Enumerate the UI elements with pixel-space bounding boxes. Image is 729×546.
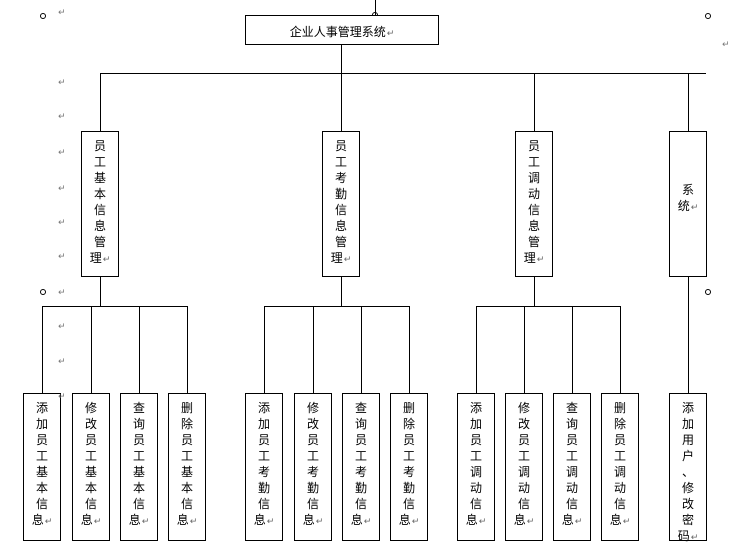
leaf-node-m2-3[interactable]: 删除员工考勤信息↵: [390, 393, 428, 541]
connector-to-child-m3-2: [572, 306, 573, 393]
connector-to-child-m1-0: [42, 306, 43, 393]
leaf-node-m1-2-label: 查询员工基本信息↵: [128, 401, 150, 527]
connector-to-child-m3-0: [476, 306, 477, 393]
module-node-m3-label: 员工调动信息管理↵: [523, 139, 545, 265]
leaf-node-m2-1-label: 修改员工考勤信息↵: [302, 401, 324, 527]
leaf-node-m1-2[interactable]: 查询员工基本信息↵: [120, 393, 158, 541]
paragraph-mark-0: ↵: [58, 8, 66, 18]
root-node[interactable]: 企业人事管理系统↵: [245, 15, 439, 45]
leaf-node-m2-3-label: 删除员工考勤信息↵: [398, 401, 420, 527]
connector-down-m4: [688, 277, 689, 393]
root-top-connector: [375, 0, 376, 15]
connector-to-m3: [534, 73, 535, 131]
leaf-node-m1-1-label: 修改员工基本信息↵: [80, 401, 102, 527]
level2-bus-m1: [42, 306, 188, 307]
root-label: 企业人事管理系统↵: [289, 25, 395, 39]
leaf-node-m3-1-label: 修改员工调动信息↵: [513, 401, 535, 527]
connector-down-m3: [534, 277, 535, 306]
paragraph-mark-2: ↵: [58, 112, 66, 122]
leaf-node-m2-2-label: 查询员工考勤信息↵: [350, 401, 372, 527]
leaf-node-m4-0-label: 添加用户、修改密码↵: [677, 401, 699, 543]
selection-handle-mid-left[interactable]: [40, 289, 46, 295]
leaf-node-m2-0-label: 添加员工考勤信息↵: [253, 401, 275, 527]
paragraph-mark-4: ↵: [58, 184, 66, 194]
module-node-m4[interactable]: 系统↵: [669, 131, 707, 277]
module-node-m2[interactable]: 员工考勤信息管理↵: [322, 131, 360, 277]
paragraph-mark-6: ↵: [58, 252, 66, 262]
connector-to-m4: [688, 73, 689, 131]
paragraph-mark-1: ↵: [58, 78, 66, 88]
connector-to-child-m2-1: [313, 306, 314, 393]
module-node-m2-label: 员工考勤信息管理↵: [330, 139, 352, 265]
selection-handle-top-left[interactable]: [40, 13, 46, 19]
leaf-node-m4-0[interactable]: 添加用户、修改密码↵: [669, 393, 707, 543]
level1-bus: [100, 73, 706, 74]
connector-to-child-m1-1: [91, 306, 92, 393]
leaf-node-m2-0[interactable]: 添加员工考勤信息↵: [245, 393, 283, 541]
connector-to-m1: [100, 73, 101, 131]
leaf-node-m3-2[interactable]: 查询员工调动信息↵: [553, 393, 591, 541]
leaf-node-m3-0-label: 添加员工调动信息↵: [465, 401, 487, 527]
connector-to-child-m3-1: [524, 306, 525, 393]
connector-to-child-m2-3: [409, 306, 410, 393]
connector-to-m2: [341, 73, 342, 131]
selection-handle-mid-right[interactable]: [705, 289, 711, 295]
leaf-node-m3-1[interactable]: 修改员工调动信息↵: [505, 393, 543, 541]
module-node-m4-label: 系统↵: [677, 183, 699, 213]
connector-to-child-m1-3: [187, 306, 188, 393]
connector-down-m1: [100, 277, 101, 306]
paragraph-mark-7: ↵: [58, 288, 66, 298]
module-node-m1-label: 员工基本信息管理↵: [89, 139, 111, 265]
leaf-node-m3-2-label: 查询员工调动信息↵: [561, 401, 583, 527]
paragraph-mark-3: ↵: [58, 148, 66, 158]
level2-bus-m2: [264, 306, 410, 307]
leaf-node-m1-3[interactable]: 删除员工基本信息↵: [168, 393, 206, 541]
module-node-m3[interactable]: 员工调动信息管理↵: [515, 131, 553, 277]
paragraph-mark-5: ↵: [58, 218, 66, 228]
leaf-node-m1-0-label: 添加员工基本信息↵: [31, 401, 53, 527]
paragraph-mark-right: ↵: [722, 40, 729, 50]
leaf-node-m3-3[interactable]: 删除员工调动信息↵: [601, 393, 639, 541]
leaf-node-m1-3-label: 删除员工基本信息↵: [176, 401, 198, 527]
leaf-node-m3-0[interactable]: 添加员工调动信息↵: [457, 393, 495, 541]
connector-to-child-m1-2: [139, 306, 140, 393]
connector-down-m2: [341, 277, 342, 306]
connector-to-child-m2-0: [264, 306, 265, 393]
selection-handle-top-right[interactable]: [705, 13, 711, 19]
paragraph-mark-10: ↵: [58, 392, 66, 402]
paragraph-mark-8: ↵: [58, 322, 66, 332]
leaf-node-m1-1[interactable]: 修改员工基本信息↵: [72, 393, 110, 541]
leaf-node-m1-0[interactable]: 添加员工基本信息↵: [23, 393, 61, 541]
root-connector: [341, 45, 342, 74]
module-node-m1[interactable]: 员工基本信息管理↵: [81, 131, 119, 277]
leaf-node-m2-1[interactable]: 修改员工考勤信息↵: [294, 393, 332, 541]
connector-to-child-m2-2: [361, 306, 362, 393]
level2-bus-m3: [476, 306, 621, 307]
connector-to-child-m3-3: [620, 306, 621, 393]
paragraph-mark-9: ↵: [58, 357, 66, 367]
leaf-node-m2-2[interactable]: 查询员工考勤信息↵: [342, 393, 380, 541]
leaf-node-m3-3-label: 删除员工调动信息↵: [609, 401, 631, 527]
